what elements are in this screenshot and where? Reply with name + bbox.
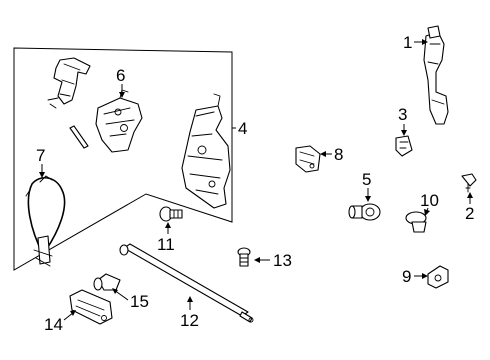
callout-11: 11 [157, 235, 175, 254]
callout-13: 13 [273, 251, 292, 270]
callout-15: 15 [130, 292, 149, 311]
latch-bracket-drawing [47, 57, 91, 149]
lock-actuator-drawing [95, 89, 143, 153]
callout-12: 12 [180, 311, 199, 330]
bracket-drawing [295, 145, 321, 173]
callout-4: 4 [238, 119, 247, 138]
striker-bolt-drawing [348, 203, 381, 221]
callout-1: 1 [403, 33, 412, 52]
stud-bolt-drawing [237, 247, 251, 267]
callout-14: 14 [44, 315, 63, 334]
push-pin-drawing [405, 211, 427, 233]
callout-8: 8 [334, 145, 343, 164]
gas-strut-drawing [119, 243, 254, 323]
check-bumper-drawing [427, 265, 449, 289]
release-cable-drawing [25, 175, 66, 267]
callout-7: 7 [36, 146, 45, 165]
leader-lines [39, 39, 473, 321]
callout-6: 6 [116, 66, 125, 85]
callout-10: 10 [420, 191, 439, 210]
handle-screw-drawing [461, 173, 477, 193]
assembly-frame [13, 47, 233, 271]
callout-2: 2 [465, 204, 474, 223]
callout-9: 9 [402, 267, 411, 286]
outside-handle-drawing [423, 25, 449, 125]
clip-nut-drawing [395, 135, 413, 157]
latch-drawing [181, 93, 231, 209]
ball-stud-drawing [93, 273, 121, 291]
mounting-bolt-drawing [159, 206, 183, 222]
hinge-bracket-drawing [69, 289, 113, 325]
callout-3: 3 [398, 105, 407, 124]
callout-5: 5 [362, 170, 371, 189]
